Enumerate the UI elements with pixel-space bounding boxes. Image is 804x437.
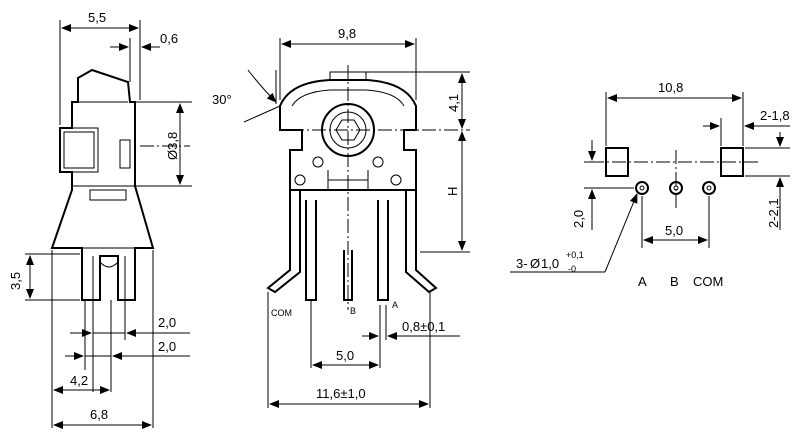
footprint-view: 10,8 2-1,8 2-2,1 2,0 5,0 3- Ø 1,0 +0,1	[510, 80, 790, 289]
front-pin-com	[305, 200, 317, 301]
dim-front-pin-width: 0,8±0,1	[402, 319, 445, 334]
dim-footprint-row-offset: 2,0	[571, 210, 586, 228]
footprint-hole-com	[702, 181, 716, 195]
footprint-pad-right	[720, 147, 744, 177]
front-hole-bl	[294, 174, 306, 186]
front-view: 9,8 30° 4,1 H COM B A 0,8±0,1 5,0 11	[212, 26, 470, 408]
dim-front-pin-pitch: 5,0	[336, 348, 354, 363]
svg-text:-0: -0	[568, 264, 576, 274]
dim-front-top-height: 4,1	[446, 94, 461, 112]
dim-side-base-a: 4,2	[70, 373, 88, 388]
dim-front-angle: 30°	[212, 92, 232, 107]
front-pin-label-b: B	[350, 306, 356, 316]
dim-footprint-pad-pitch: 10,8	[658, 80, 683, 95]
footprint-pad-left	[605, 147, 629, 177]
front-pin-label-com: COM	[271, 308, 292, 318]
side-detail-lines	[63, 101, 128, 173]
front-leg-right	[405, 190, 438, 294]
dim-front-total-width: 11,6±1,0	[316, 386, 366, 401]
side-body-outline	[50, 68, 155, 301]
dim-side-shaft: Ø3,8	[165, 132, 180, 160]
dim-footprint-pad-height: 2-2,1	[766, 198, 781, 228]
dim-side-offset: 0,6	[160, 31, 178, 46]
side-view: 5,5 0,6 Ø3,8 3,5 2,0 2,0	[8, 10, 192, 429]
footprint-hole-spec: 3- Ø 1,0 +0,1 -0	[516, 250, 584, 274]
dim-footprint-hole-pitch: 5,0	[665, 223, 683, 238]
front-hole-br	[390, 174, 402, 186]
dim-front-top-width: 9,8	[338, 26, 356, 41]
svg-text:+0,1: +0,1	[566, 250, 584, 260]
side-pin-lines	[82, 247, 135, 300]
front-pin-label-a: A	[392, 300, 398, 310]
footprint-label-a: A	[638, 274, 647, 289]
front-pin-a	[377, 200, 389, 301]
footprint-label-b: B	[670, 274, 679, 289]
dim-side-pitch-b: 2,0	[158, 339, 176, 354]
dim-side-base-b: 6,8	[90, 407, 108, 422]
front-hole-right	[372, 156, 384, 168]
dim-side-pitch-a: 2,0	[158, 315, 176, 330]
svg-text:3-: 3-	[516, 256, 528, 271]
dim-front-height: H	[445, 187, 460, 196]
dim-side-leg: 3,5	[8, 272, 23, 290]
svg-text:Ø: Ø	[530, 256, 540, 271]
dim-footprint-pad-width: 2-1,8	[760, 108, 790, 123]
front-leg-left	[266, 190, 301, 294]
front-pin-b	[343, 250, 353, 301]
side-detail-lines-2	[72, 139, 135, 201]
footprint-hole-a	[635, 181, 649, 195]
front-body-outline	[279, 79, 417, 191]
footprint-label-com: COM	[693, 274, 723, 289]
svg-text:1,0: 1,0	[541, 256, 559, 271]
front-hole-left	[312, 156, 324, 168]
dim-side-width: 5,5	[88, 10, 106, 25]
